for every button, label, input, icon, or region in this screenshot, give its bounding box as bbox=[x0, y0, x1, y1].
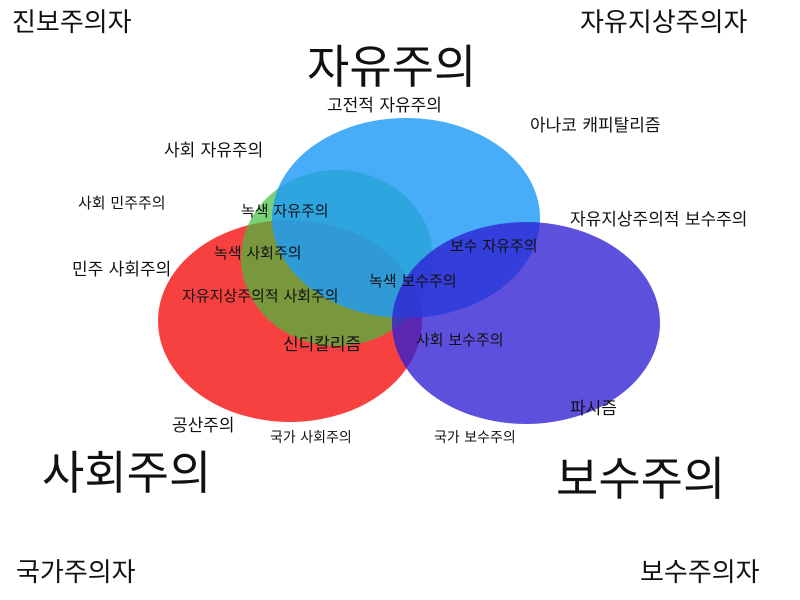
label-democratic-socialism: 민주 사회주의 bbox=[72, 260, 172, 280]
label-communism: 공산주의 bbox=[172, 416, 235, 436]
label-conservative-liberalism: 보수 자유주의 bbox=[450, 237, 538, 255]
title-socialism: 사회주의 bbox=[42, 446, 212, 500]
label-social-democracy: 사회 민주주의 bbox=[78, 194, 166, 212]
corner-progressive: 진보주의자 bbox=[12, 8, 132, 38]
conservatism-circle bbox=[392, 222, 660, 424]
label-social-conservatism: 사회 보수주의 bbox=[416, 331, 504, 349]
label-national-conservatism: 국가 보수주의 bbox=[434, 430, 516, 446]
title-liberalism: 자유주의 bbox=[307, 40, 477, 94]
label-green-liberalism: 녹색 자유주의 bbox=[241, 202, 329, 220]
label-social-liberalism: 사회 자유주의 bbox=[164, 141, 264, 161]
label-libertarian-conservatism: 자유지상주의적 보수주의 bbox=[570, 210, 748, 230]
label-syndicalism: 신디칼리즘 bbox=[283, 335, 362, 355]
label-green-conservatism: 녹색 보수주의 bbox=[369, 272, 457, 290]
label-fascism: 파시즘 bbox=[570, 399, 617, 419]
corner-conservative: 보수주의자 bbox=[640, 558, 760, 588]
label-classical-liberalism: 고전적 자유주의 bbox=[327, 96, 442, 116]
label-anarcho-capitalism: 아나코 캐피탈리즘 bbox=[530, 116, 661, 136]
label-green-socialism: 녹색 사회주의 bbox=[214, 244, 302, 262]
corner-statist: 국가주의자 bbox=[16, 558, 136, 588]
title-conservatism: 보수주의 bbox=[556, 452, 726, 506]
label-libertarian-socialism: 자유지상주의적 사회주의 bbox=[182, 287, 339, 305]
corner-libertarian: 자유지상주의자 bbox=[580, 8, 748, 38]
label-national-socialism: 국가 사회주의 bbox=[270, 430, 352, 446]
